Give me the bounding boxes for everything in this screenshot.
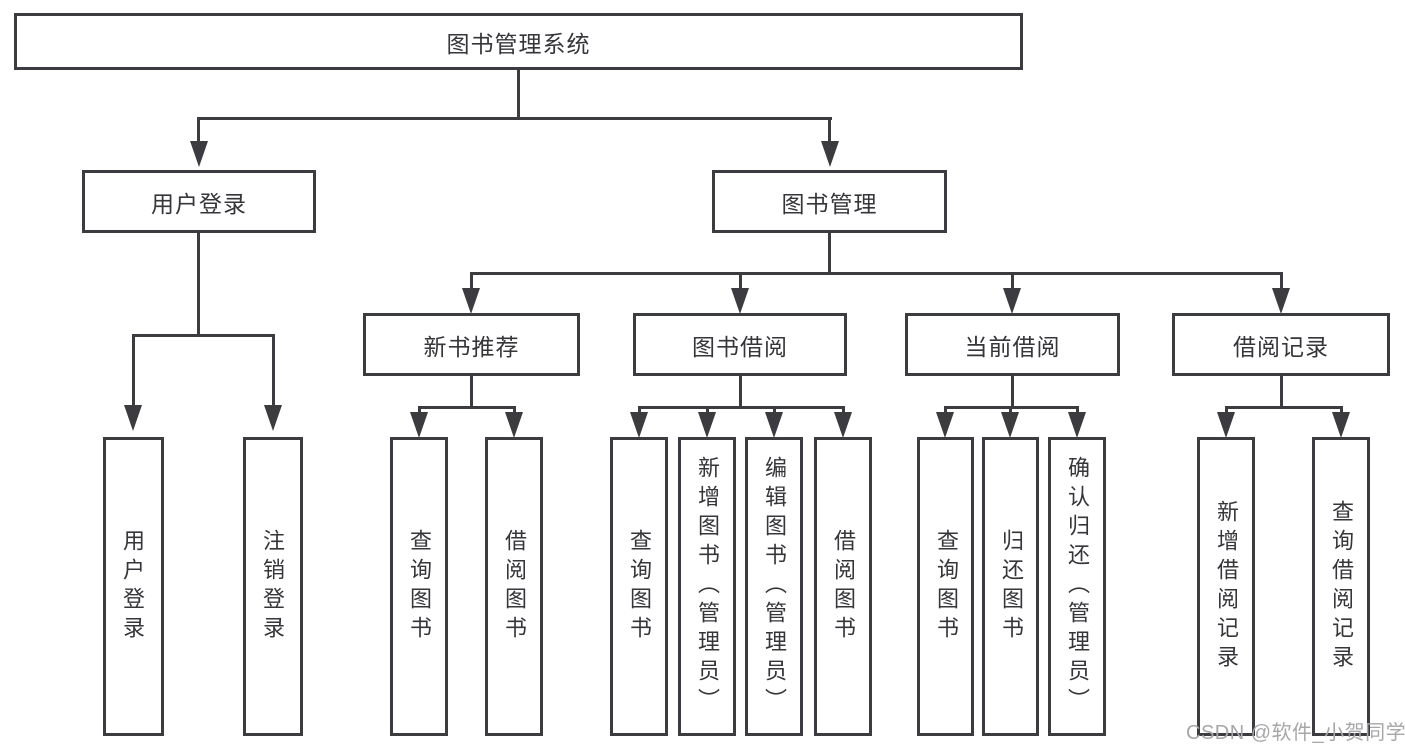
arrow-to-user-login-icon bbox=[190, 141, 208, 167]
leaf-add-books-admin: 新增图书（管理员） bbox=[678, 437, 736, 736]
node-book-management-system: 图书管理系统 bbox=[14, 13, 1023, 70]
connector-mgmt-bar bbox=[470, 272, 1283, 275]
connector-records-leaf2-stub bbox=[1340, 406, 1343, 415]
arrow-to-add-books-icon bbox=[698, 412, 716, 438]
csdn-watermark: CSDN @软件_小贺同学 bbox=[1186, 722, 1405, 744]
connector-login-stem bbox=[197, 233, 200, 336]
connector-login-bar bbox=[132, 334, 275, 337]
connector-mgmt-borrow-stub bbox=[739, 272, 742, 290]
connector-current-leaf3-stub bbox=[1076, 406, 1079, 415]
arrow-to-borrowing-records-icon bbox=[1272, 288, 1290, 314]
arrow-to-borrow-books-borrow-icon bbox=[834, 412, 852, 438]
arrow-to-book-management-icon bbox=[821, 141, 839, 167]
connector-borrow-leaf4-stub bbox=[842, 406, 845, 415]
connector-login-leaf2-stub bbox=[272, 334, 275, 406]
node-borrowing-records: 借阅记录 bbox=[1172, 313, 1390, 376]
leaf-user-login: 用户登录 bbox=[103, 437, 164, 736]
leaf-query-borrow-record: 查询借阅记录 bbox=[1312, 437, 1370, 736]
arrow-to-book-borrowing-icon bbox=[731, 288, 749, 314]
connector-root-login-stub bbox=[197, 117, 200, 143]
connector-mgmt-current-stub bbox=[1011, 272, 1014, 290]
connector-records-leaf1-stub bbox=[1225, 406, 1228, 415]
arrow-to-return-books-icon bbox=[1001, 412, 1019, 438]
node-user-login: 用户登录 bbox=[82, 170, 316, 233]
leaf-confirm-return-admin: 确认归还（管理员） bbox=[1048, 437, 1106, 736]
connector-current-leaf2-stub bbox=[1009, 406, 1012, 415]
connector-root-stem bbox=[517, 70, 520, 119]
connector-root-mgmt-stub bbox=[828, 117, 831, 143]
connector-newrec-leaf2-stub bbox=[513, 406, 516, 415]
node-book-borrowing: 图书借阅 bbox=[633, 313, 847, 376]
connector-newrec-stem bbox=[470, 376, 473, 408]
connector-records-stem bbox=[1280, 376, 1283, 408]
node-new-book-recommendation: 新书推荐 bbox=[363, 313, 580, 376]
connector-mgmt-records-stub bbox=[1280, 272, 1283, 290]
arrow-to-current-borrowing-icon bbox=[1003, 288, 1021, 314]
connector-borrow-leaf3-stub bbox=[773, 406, 776, 415]
connector-newrec-leaf1-stub bbox=[418, 406, 421, 415]
leaf-borrow-books-newrec: 借阅图书 bbox=[485, 437, 543, 736]
arrow-to-leaf-logout-icon bbox=[264, 405, 282, 431]
arrow-to-query-books-current-icon bbox=[936, 412, 954, 438]
arrow-to-query-books-borrow-icon bbox=[630, 412, 648, 438]
connector-newrec-bar bbox=[418, 406, 516, 409]
connector-borrow-stem bbox=[739, 376, 742, 408]
connector-borrow-bar bbox=[638, 406, 844, 409]
leaf-edit-books-admin: 编辑图书（管理员） bbox=[745, 437, 803, 736]
connector-mgmt-newrec-stub bbox=[470, 272, 473, 290]
connector-current-leaf1-stub bbox=[944, 406, 947, 415]
connector-mgmt-stem bbox=[828, 233, 831, 274]
connector-root-bar bbox=[198, 117, 832, 120]
arrow-to-add-borrow-record-icon bbox=[1217, 412, 1235, 438]
connector-records-bar bbox=[1225, 406, 1342, 409]
arrow-to-query-books-newrec-icon bbox=[410, 412, 428, 438]
leaf-query-books-newrec: 查询图书 bbox=[390, 437, 448, 736]
arrow-to-confirm-return-icon bbox=[1068, 412, 1086, 438]
connector-borrow-leaf1-stub bbox=[638, 406, 641, 415]
arrow-to-edit-books-icon bbox=[765, 412, 783, 438]
leaf-add-borrow-record: 新增借阅记录 bbox=[1197, 437, 1255, 736]
leaf-query-books-borrow: 查询图书 bbox=[610, 437, 668, 736]
node-current-borrowing: 当前借阅 bbox=[905, 313, 1120, 376]
node-book-management: 图书管理 bbox=[712, 170, 947, 233]
connector-current-stem bbox=[1011, 376, 1014, 408]
leaf-query-books-current: 查询图书 bbox=[917, 437, 974, 736]
leaf-return-books: 归还图书 bbox=[982, 437, 1039, 736]
leaf-borrow-books-borrow: 借阅图书 bbox=[814, 437, 872, 736]
arrow-to-leaf-user-login-icon bbox=[124, 405, 142, 431]
arrow-to-borrow-books-newrec-icon bbox=[505, 412, 523, 438]
connector-borrow-leaf2-stub bbox=[706, 406, 709, 415]
connector-login-leaf1-stub bbox=[132, 334, 135, 406]
arrow-to-new-book-recommendation-icon bbox=[462, 288, 480, 314]
leaf-logout: 注销登录 bbox=[243, 437, 303, 736]
arrow-to-query-borrow-record-icon bbox=[1332, 412, 1350, 438]
